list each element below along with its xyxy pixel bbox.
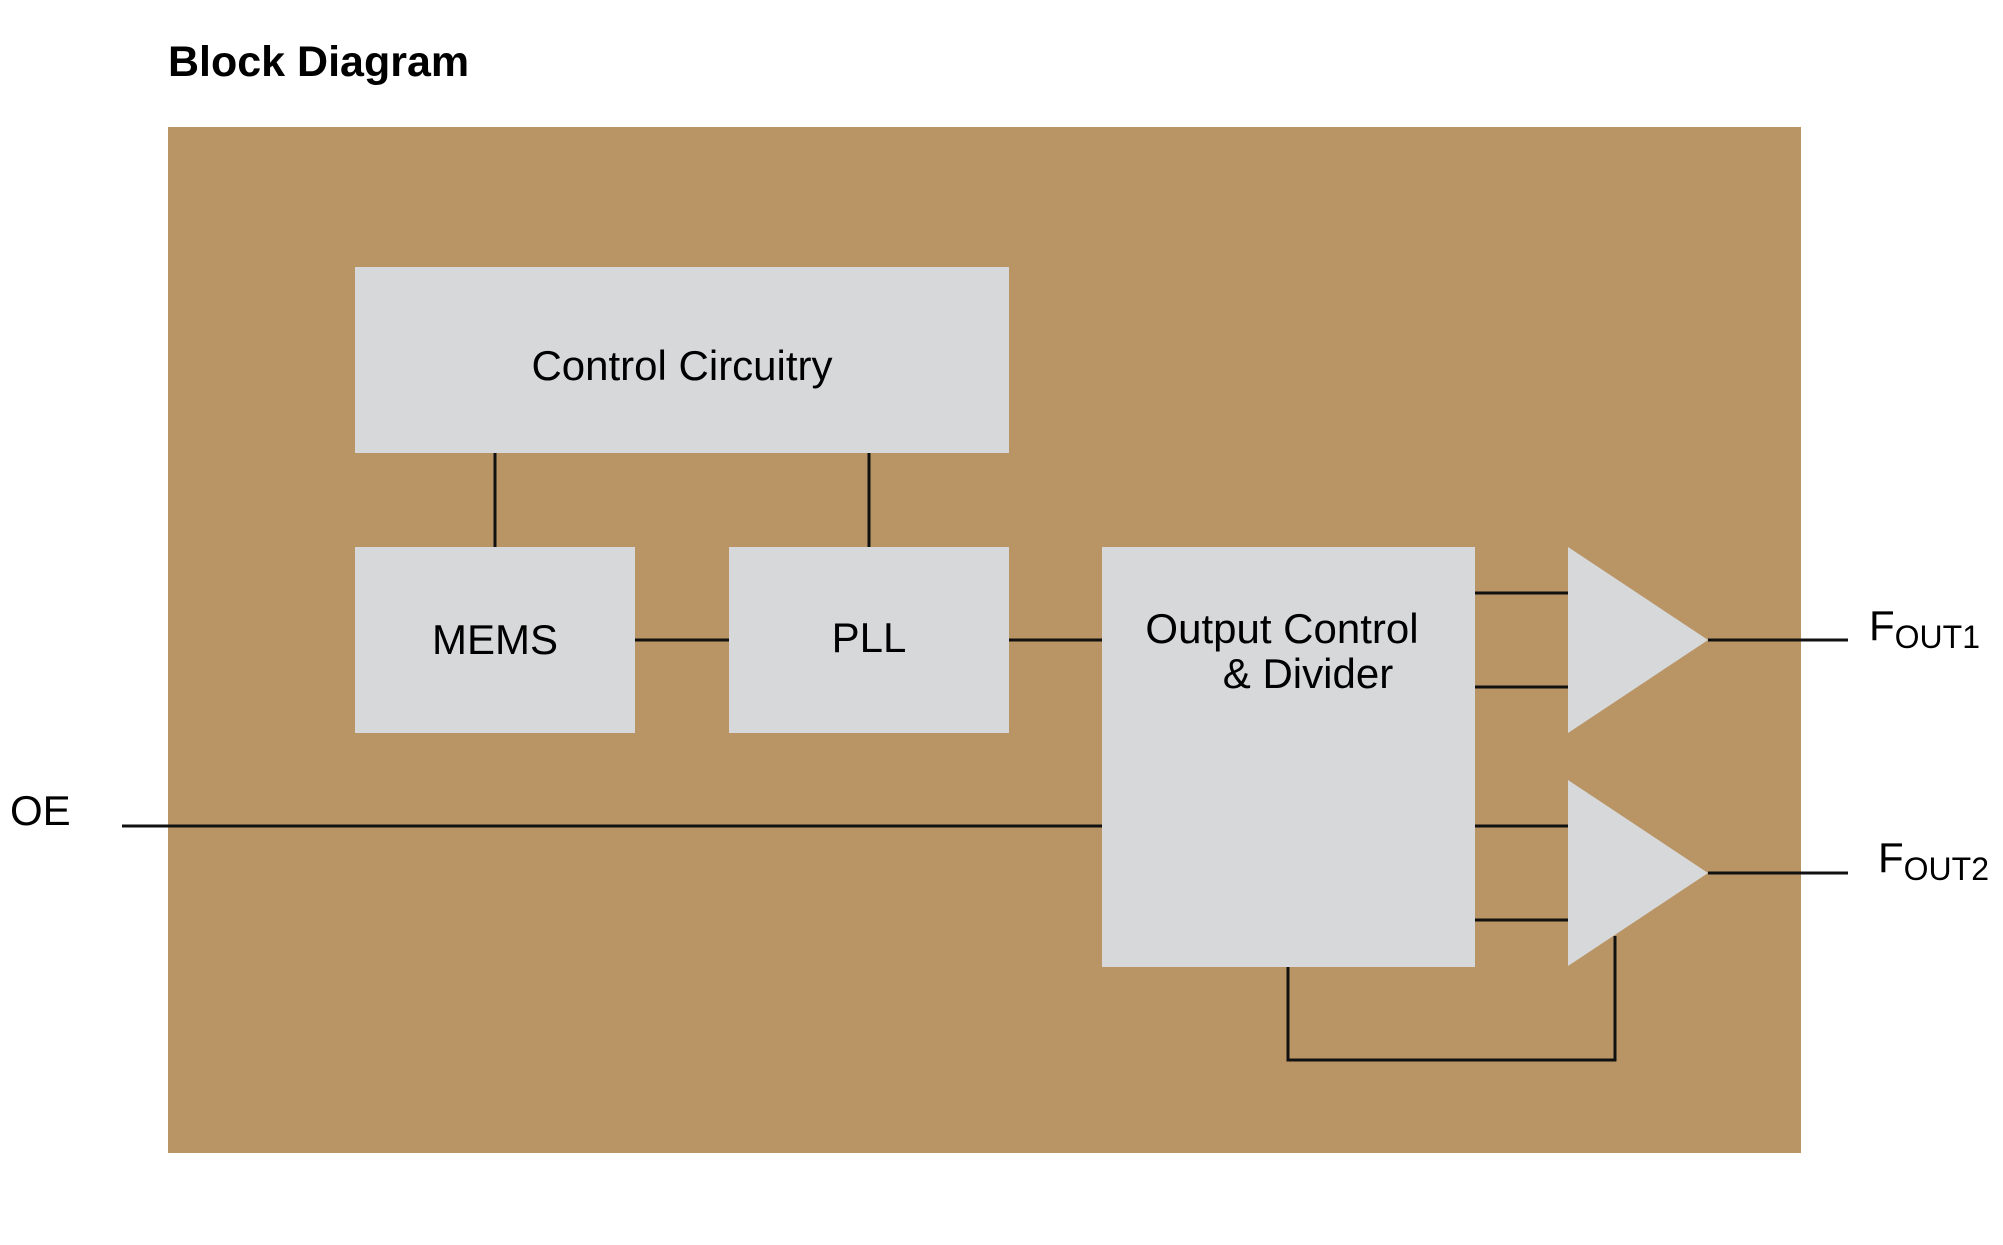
- fout1-label: FOUT1: [1869, 602, 1980, 655]
- control-circuitry-block: [355, 267, 1009, 453]
- wires: [122, 453, 1848, 1062]
- output-control-label-line1: Output Control: [1145, 605, 1418, 652]
- output-control-label-line2: & Divider: [1223, 650, 1393, 697]
- mems-label: MEMS: [432, 616, 558, 663]
- control-circuitry-label: Control Circuitry: [531, 342, 832, 389]
- fout2-label: FOUT2: [1878, 834, 1989, 887]
- pll-label: PLL: [832, 614, 907, 661]
- oe-label: OE: [10, 787, 71, 834]
- mems-block: [355, 547, 635, 733]
- diagram-title: Block Diagram: [168, 38, 470, 86]
- pll-block: [729, 547, 1009, 733]
- output-buffer-2-icon: [1568, 780, 1708, 966]
- wire-feedback-loop: [1286, 936, 1617, 1062]
- output-control-divider-block: [1102, 547, 1475, 967]
- output-buffer-1-icon: [1568, 547, 1708, 733]
